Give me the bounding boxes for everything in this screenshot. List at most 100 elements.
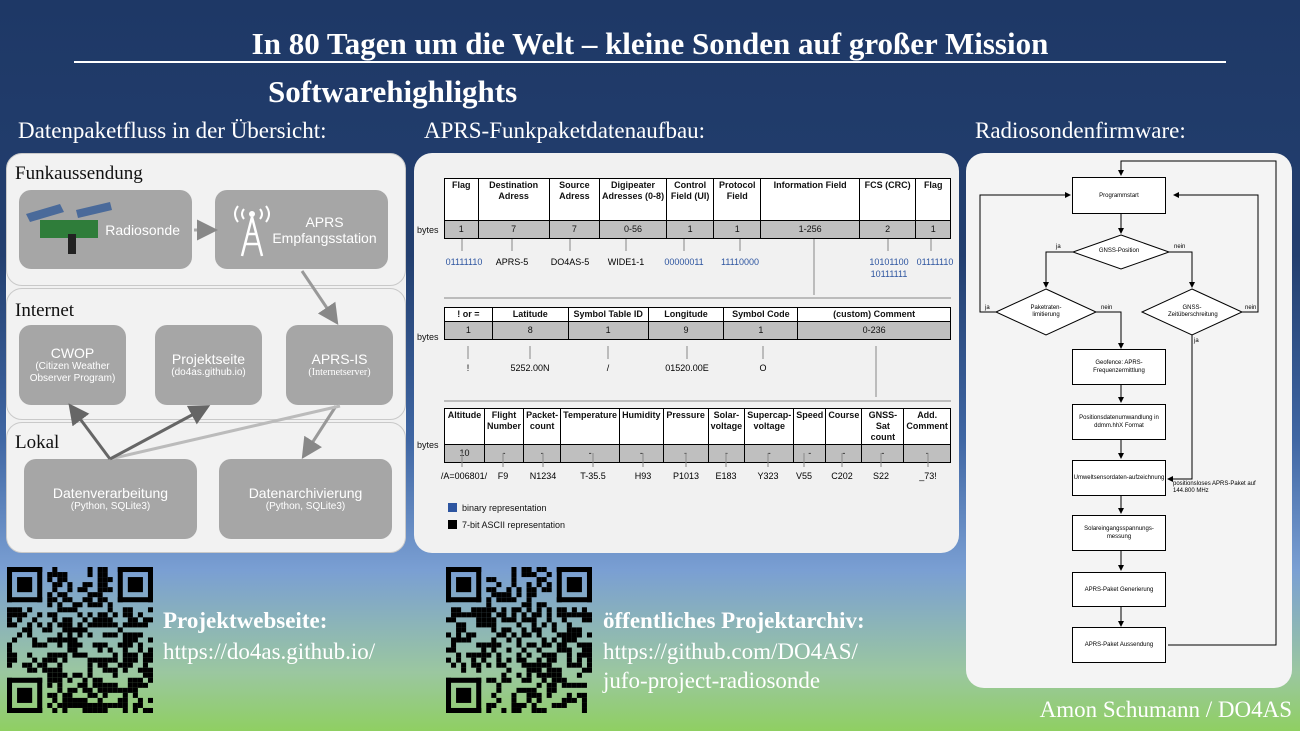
station-label-1: APRS xyxy=(305,213,344,230)
t3-example: C202 xyxy=(831,471,853,481)
section-title-funk: Funkaussendung xyxy=(15,163,143,184)
t3-example: V55 xyxy=(795,471,813,481)
t3-bytes: - xyxy=(484,444,525,463)
t3-example: S22 xyxy=(872,471,890,481)
qr-code-archive[interactable] xyxy=(446,567,592,713)
t1-example: 01111110 xyxy=(916,257,954,267)
cwop-label: CWOP xyxy=(50,345,95,361)
t2-example: 01520.00E xyxy=(665,363,709,373)
t1-header: Flag xyxy=(444,178,479,221)
t3-example: H93 xyxy=(634,471,652,481)
legend-binary-swatch xyxy=(448,503,457,512)
fc-paketraten: Paketraten-limitierung xyxy=(1030,305,1062,318)
t3-bytes: - xyxy=(619,444,664,463)
t1-example: 10111111 xyxy=(870,269,908,279)
t1-bytes: 2 xyxy=(858,220,917,239)
poster-title: In 80 Tagen um die Welt – kleine Sonden … xyxy=(251,26,1049,61)
archive-link[interactable]: https://github.com/DO4AS/ xyxy=(603,639,858,664)
fc-label-ja: ja xyxy=(1056,244,1061,250)
bytes-label: bytes xyxy=(417,440,439,450)
t3-header: Supercap-voltage xyxy=(744,408,795,445)
t1-bytes: 1 xyxy=(915,220,951,239)
archive-heading: öffentliches Projektarchiv: xyxy=(603,608,865,633)
t3-bytes: - xyxy=(903,444,951,463)
archive-link-2[interactable]: jufo-project-radiosonde xyxy=(603,668,821,693)
fc-label-nein: nein xyxy=(1174,244,1186,250)
website-heading: Projektwebseite: xyxy=(163,608,328,633)
fc-sensors: Umweltsensordaten-aufzeichnung xyxy=(1072,460,1166,496)
antenna-icon xyxy=(234,205,270,257)
legend-binary-label: binary representation xyxy=(462,503,547,513)
t1-header: Protocol Field xyxy=(713,178,762,221)
t3-header: Packet-count xyxy=(523,408,562,445)
t3-example: /A=006801/ xyxy=(440,471,488,481)
fc-label-nein: nein xyxy=(1245,305,1257,311)
fc-nopos: positionsloses APRS-Paket auf 144.800 MH… xyxy=(1173,481,1256,494)
aprs-is-label: APRS-IS xyxy=(311,351,368,367)
t3-bytes: - xyxy=(523,444,562,463)
firmware-flow-lines xyxy=(979,160,1277,646)
datenverarbeitung-label: Datenverarbeitung xyxy=(52,485,169,501)
t1-bytes: 0-56 xyxy=(599,220,668,239)
t3-header: Speed xyxy=(793,408,827,445)
website-link[interactable]: https://do4as.github.io/ xyxy=(163,639,376,664)
aprs-station-box: APRS Empfangsstation xyxy=(215,190,388,269)
t2-example: O xyxy=(759,363,767,373)
t1-header: Digipeater Adresses (0-8) xyxy=(599,178,668,221)
t1-example: APRS-5 xyxy=(495,257,529,267)
t1-example: WIDE1-1 xyxy=(607,257,645,267)
fc-posconv: Positionsdatenumwandlung in ddmm.hhX For… xyxy=(1072,404,1166,440)
fc-aussendung: APRS-Paket Aussendung xyxy=(1072,627,1166,663)
t3-header: GNSS-Sat count xyxy=(861,408,905,445)
t2-header: Latitude xyxy=(491,307,569,322)
fc-geofence: Geofence: APRS-Frequenzermittlung xyxy=(1072,349,1166,385)
t3-example: P1013 xyxy=(672,471,700,481)
datenarchivierung-sub: (Python, SQLite3) xyxy=(265,501,346,512)
radiosonde-icon xyxy=(26,202,112,254)
t2-example: ! xyxy=(466,363,470,373)
t1-bytes: 1-256 xyxy=(760,220,860,239)
station-label-2: Empfangsstation xyxy=(272,229,377,246)
t3-example: N1234 xyxy=(529,471,557,481)
t1-header: Control Field (UI) xyxy=(666,178,715,221)
t1-example: 11110000 xyxy=(720,257,760,267)
t2-header: Longitude xyxy=(647,307,725,322)
fc-timeout: GNSS-Zeitüberschreitung xyxy=(1168,305,1218,318)
t3-bytes: - xyxy=(825,444,863,463)
t3-bytes: - xyxy=(744,444,795,463)
qr-code-website[interactable] xyxy=(7,567,153,713)
t3-header: Course xyxy=(825,408,863,445)
fc-programmstart: Programmstart xyxy=(1072,177,1166,214)
t1-bytes: 1 xyxy=(666,220,715,239)
t2-bytes: 0-236 xyxy=(797,321,951,340)
legend-ascii-label: 7-bit ASCII representation xyxy=(462,520,566,530)
aprs-connectors xyxy=(444,239,951,467)
bytes-label: bytes xyxy=(417,225,439,235)
heading-dataflow: Datenpaketfluss in der Übersicht: xyxy=(18,118,327,143)
t2-header: Symbol Code xyxy=(723,307,799,322)
t3-header: Humidity xyxy=(619,408,664,445)
author: Amon Schumann / DO4AS xyxy=(1039,697,1292,722)
radiosonde-label: Radiosonde xyxy=(105,221,180,238)
t3-example: _73! xyxy=(919,471,937,481)
t3-bytes: - xyxy=(861,444,905,463)
cwop-sub: (Citizen Weather Observer Program) xyxy=(29,361,116,384)
fc-solar: Solareingangsspannungs-messung xyxy=(1072,515,1166,551)
dataflow-arrows xyxy=(68,219,341,461)
t1-bytes: 1 xyxy=(444,220,479,239)
datenarchivierung-label: Datenarchivierung xyxy=(248,485,363,501)
t3-header: Add. Comment xyxy=(903,408,951,445)
heading-firmware: Radiosondenfirmware: xyxy=(975,118,1186,143)
t1-bytes: 1 xyxy=(713,220,762,239)
t3-header: Temperature xyxy=(560,408,621,445)
fc-label-ja: ja xyxy=(1194,338,1199,344)
t3-bytes: - xyxy=(560,444,621,463)
t1-header: Source Adress xyxy=(548,178,601,221)
t3-example: F9 xyxy=(497,471,509,481)
t2-bytes: 8 xyxy=(491,321,569,340)
datenverarbeitung-sub: (Python, SQLite3) xyxy=(70,501,151,512)
t2-header: (custom) Comment xyxy=(797,307,951,322)
fc-label-nein: nein xyxy=(1101,305,1113,311)
